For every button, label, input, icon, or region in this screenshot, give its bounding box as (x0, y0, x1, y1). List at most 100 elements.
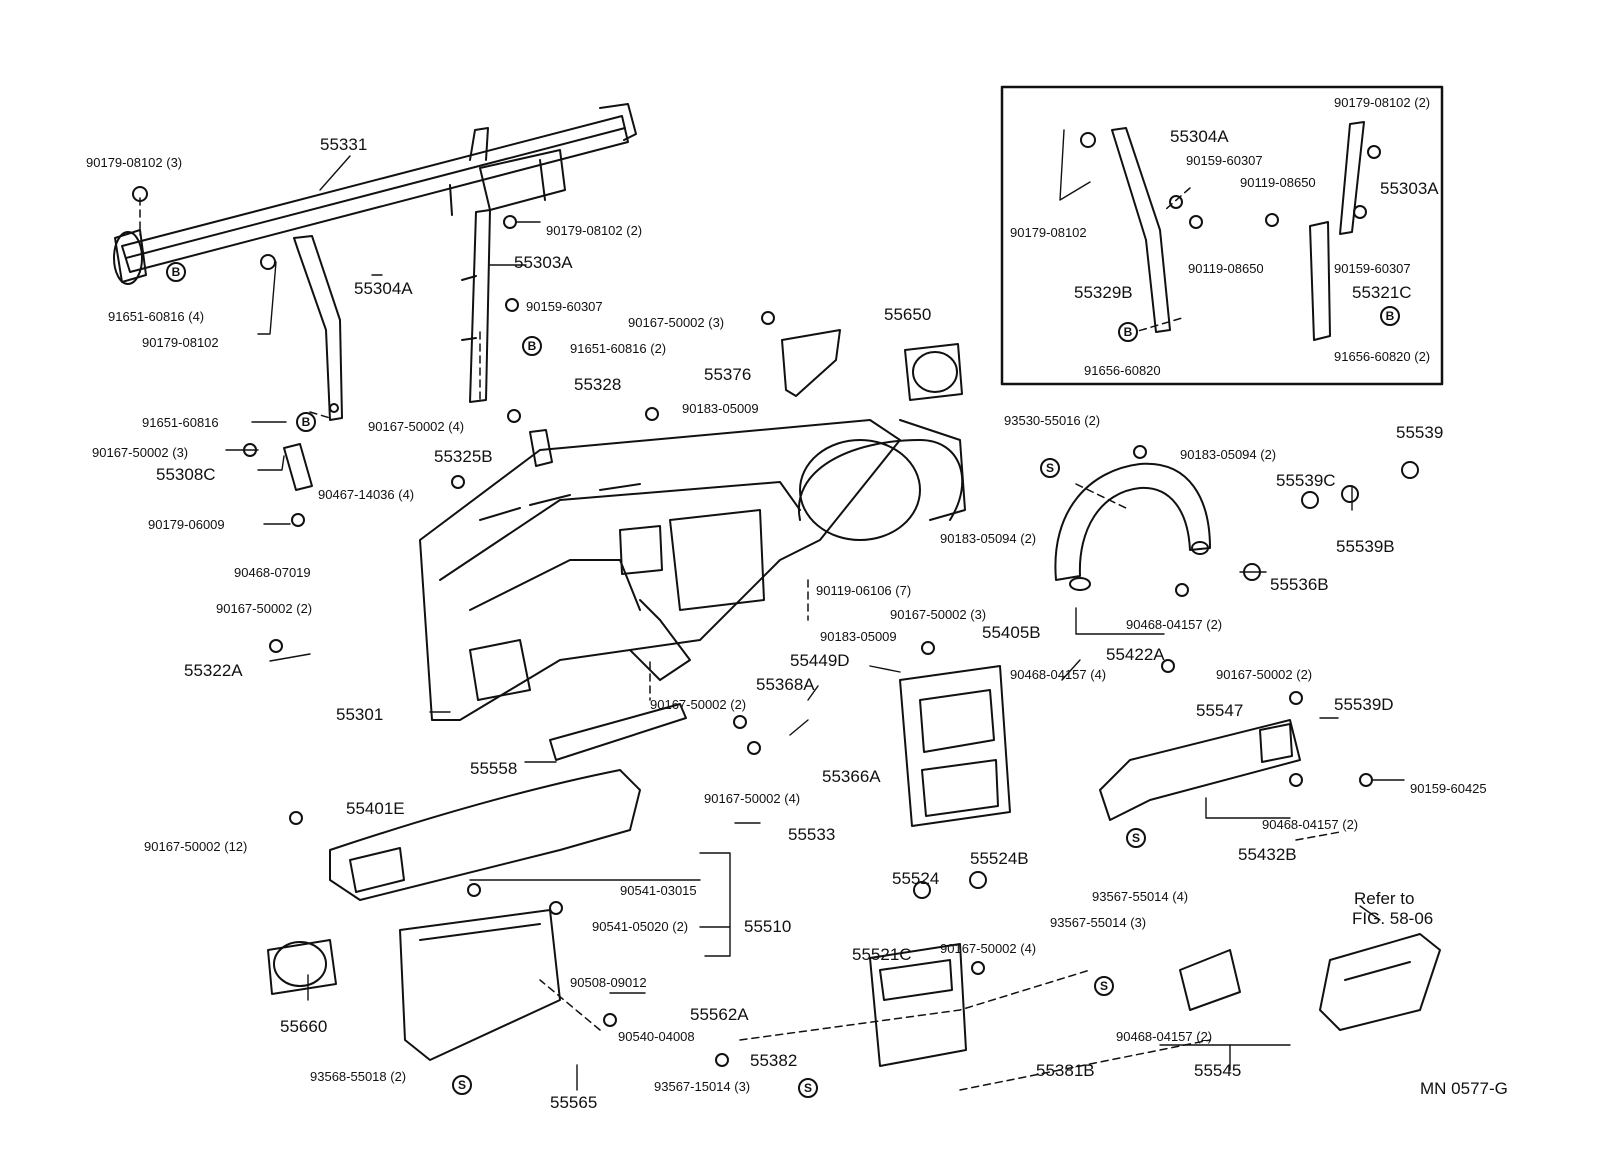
part-label: 90468-07019 (234, 565, 311, 580)
part-label: 90179-08102 (3) (86, 155, 183, 170)
ashtray-55521C (869, 943, 967, 1067)
refer-box-panel (1319, 933, 1441, 1031)
part-label: 90541-03015 (620, 883, 697, 898)
part-label: 91651-60816 (4) (108, 309, 205, 324)
instrument-panel-55301 (419, 419, 901, 721)
part-label: 55660 (280, 1017, 328, 1036)
bolt-badge: B (522, 336, 542, 356)
part-label: 90119-08650 (1240, 175, 1316, 190)
bracket-55325B (529, 429, 553, 467)
part-label: 90540-04008 (618, 1029, 695, 1044)
part-label: 90183-05009 (682, 401, 759, 416)
part-label: 93568-55018 (2) (310, 1069, 407, 1084)
part-label: 55303A (1380, 179, 1439, 198)
part-label: 90167-50002 (3) (628, 315, 725, 330)
part-label: 90468-04157 (2) (1262, 817, 1359, 832)
meter-hood-55422A (1054, 462, 1211, 591)
part-label: 90167-50002 (2) (1216, 667, 1313, 682)
part-label: 90167-50002 (4) (940, 941, 1037, 956)
part-label: 55304A (354, 279, 413, 298)
inset-brace-55303A (1309, 121, 1365, 341)
part-label: 55432B (1238, 845, 1297, 864)
part-label: 55331 (320, 135, 368, 154)
part-label: 90159-60307 (1334, 261, 1411, 276)
part-label: 90167-50002 (2) (650, 697, 747, 712)
part-label: 55539B (1336, 537, 1395, 556)
vent-55650 (904, 343, 963, 401)
part-label: 90159-60307 (1186, 153, 1263, 168)
part-label: 90167-50002 (3) (890, 607, 987, 622)
part-label: 90159-60425 (1410, 781, 1487, 796)
part-label: 90508-09012 (570, 975, 647, 990)
brace-55308C (283, 443, 313, 491)
leader-lines (225, 129, 1405, 1091)
glove-box-55510 (399, 909, 561, 1061)
part-label: 55539C (1276, 471, 1336, 490)
part-label: 93567-55014 (3) (1050, 915, 1147, 930)
part-label: 55325B (434, 447, 493, 466)
part-label: 55539 (1396, 423, 1444, 442)
part-label: 55401E (346, 799, 405, 818)
part-label: 55422A (1106, 645, 1165, 664)
part-label: 90167-50002 (3) (92, 445, 189, 460)
part-label: 55510 (744, 917, 792, 936)
lower-cover-55401E (329, 769, 641, 901)
part-label: 91656-60820 (2) (1334, 349, 1431, 364)
part-label: 93530-55016 (2) (1004, 413, 1101, 428)
screw-badge: S (1126, 828, 1146, 848)
bolt-badge: B (1380, 306, 1400, 326)
inset-brace-55329B (1111, 127, 1171, 333)
bracket-55376 (781, 329, 841, 397)
brace-55303A (461, 209, 491, 403)
part-label: 90167-50002 (4) (368, 419, 465, 434)
part-label: 90159-60307 (526, 299, 603, 314)
part-label: 90179-08102 (2) (546, 223, 643, 238)
part-label: 55539D (1334, 695, 1394, 714)
refer-note-line2: FIG. 58-06 (1352, 909, 1434, 928)
figure-code: MN 0577-G (1420, 1079, 1508, 1098)
inset-frame (1000, 85, 1444, 386)
part-label: 90183-05094 (2) (940, 531, 1037, 546)
part-label: 55322A (184, 661, 243, 680)
part-label: 90468-04157 (4) (1010, 667, 1107, 682)
part-label: 55381B (1036, 1061, 1095, 1080)
fasteners (132, 132, 1419, 1067)
bolt-badge: B (1118, 322, 1138, 342)
pocket-55545 (1179, 949, 1241, 1011)
part-label: 90167-50002 (2) (216, 601, 313, 616)
part-label: 55536B (1270, 575, 1329, 594)
part-label: 55382 (750, 1051, 798, 1070)
refer-note-line1: Refer to (1354, 889, 1415, 908)
bolt-badge: B (296, 412, 316, 432)
part-label: 55545 (1194, 1061, 1242, 1080)
lower-panel-55432B (1099, 719, 1301, 821)
part-label: 90179-08102 (2) (1334, 95, 1431, 110)
part-label: 55321C (1352, 283, 1412, 302)
screw-badge: S (798, 1078, 818, 1098)
part-label: 55524B (970, 849, 1029, 868)
part-label: 55368A (756, 675, 815, 694)
brace-55304A (293, 235, 343, 421)
part-label: 55328 (574, 375, 622, 394)
part-label: 90119-06106 (7) (816, 583, 912, 598)
part-label: 55521C (852, 945, 912, 964)
part-label: 55650 (884, 305, 932, 324)
part-label: 90541-05020 (2) (592, 919, 689, 934)
part-label: 90183-05009 (820, 629, 897, 644)
cluster-housing (797, 419, 966, 541)
part-label: 55405B (982, 623, 1041, 642)
part-label: 91651-60816 (2) (570, 341, 667, 356)
part-label: 90167-50002 (4) (704, 791, 801, 806)
part-label: 90467-14036 (4) (318, 487, 415, 502)
part-label: 55366A (822, 767, 881, 786)
part-label: 90119-08650 (1188, 261, 1264, 276)
part-label: 55329B (1074, 283, 1133, 302)
vent-55660 (267, 939, 337, 995)
part-label: 55304A (1170, 127, 1229, 146)
part-label: 93567-15014 (3) (654, 1079, 751, 1094)
screw-badge: S (1040, 458, 1060, 478)
part-label: 55562A (690, 1005, 749, 1024)
part-label: 55558 (470, 759, 518, 778)
center-cluster-55405B (899, 665, 1011, 827)
